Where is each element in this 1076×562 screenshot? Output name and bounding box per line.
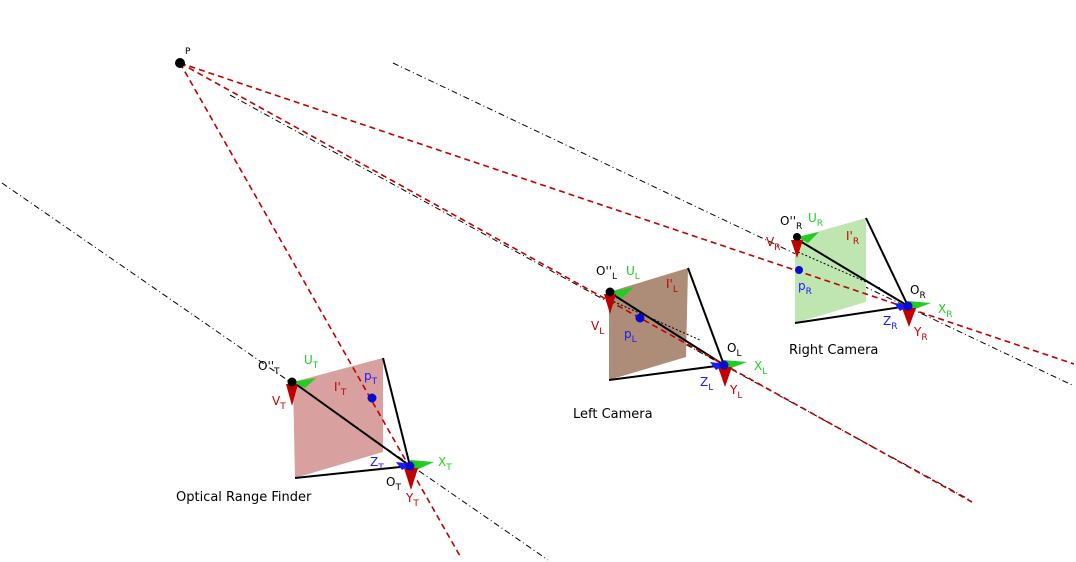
origin-label-T: OT (386, 475, 401, 493)
image-point-label-R: pR (798, 279, 812, 297)
v-axis-icon-R (791, 240, 803, 258)
z-axis-label-L: ZL (700, 375, 713, 393)
image-plane-label-T: I'T (334, 380, 347, 398)
frame-R (794, 217, 909, 324)
optical-axis-R (392, 62, 1073, 386)
origin-pp-dot-L (605, 287, 615, 297)
labels-T: O''T UT VT I'T pT ZT XT OT YT Optical Ra… (176, 353, 452, 509)
x-axis-label-R: XR (938, 302, 953, 320)
x-axis-label-T: XT (438, 455, 452, 473)
image-point-label-T: pT (364, 369, 378, 387)
v-axis-label-L: VL (591, 319, 604, 337)
image-plane-R (795, 218, 866, 323)
origin-pp-dot-R (793, 233, 801, 241)
image-plane-label-R: I'R (846, 229, 859, 247)
u-axis-label-R: UR (808, 211, 823, 229)
camera-caption-T: Optical Range Finder (176, 490, 312, 505)
u-axis-icon-R (797, 232, 819, 243)
y-axis-icon-T (404, 468, 418, 490)
v-axis-icon-L (604, 294, 616, 314)
origin-dot-L (719, 360, 729, 370)
origin-label-L: OL (727, 341, 741, 359)
y-axis-icon-R (902, 308, 916, 327)
axes-markers-R (791, 232, 931, 327)
point-P (175, 58, 185, 68)
ray-to-L (179, 62, 973, 503)
ray-to-T (179, 62, 461, 557)
u-axis-icon-T (292, 378, 316, 388)
origin-pp-dot-T (287, 377, 297, 387)
camera-caption-R: Right Camera (789, 343, 878, 358)
origin-pp-label-T: O''T (258, 359, 280, 377)
frame-L (608, 267, 725, 381)
origin-dot-T (405, 461, 415, 471)
origin-pp-label-L: O''L (596, 264, 617, 282)
image-plane-T (293, 358, 383, 478)
image-point-L (635, 313, 645, 323)
image-point-R (795, 266, 803, 274)
u-axis-label-T: UT (304, 353, 319, 371)
image-point-T (367, 393, 377, 403)
ray-to-R (179, 62, 1075, 365)
u-axis-label-L: UL (626, 264, 640, 282)
origin-dot-R (903, 301, 913, 311)
v-axis-icon-T (286, 384, 298, 406)
z-axis-label-T: ZT (370, 455, 384, 473)
frame-T (292, 357, 411, 479)
u-axis-icon-L (610, 287, 634, 298)
origin-label-R: OR (910, 283, 926, 301)
camera-frames (292, 217, 909, 479)
image-point-label-L: pL (624, 327, 637, 345)
y-axis-icon-L (718, 367, 732, 387)
y-axis-label-R: YR (913, 325, 928, 343)
image-plane-L (609, 268, 688, 380)
origin-pp-label-R: O''R (780, 214, 802, 232)
y-axis-label-L: YL (729, 383, 742, 401)
image-plane-label-L: I'L (666, 277, 678, 295)
camera-caption-L: Left Camera (573, 407, 653, 422)
labels-R: O''R UR I'R VR pR OR XR ZR YR Right Came… (766, 211, 953, 358)
point-P-label: P (185, 47, 191, 57)
plane-dotted-guides (609, 251, 881, 341)
y-axis-label-T: YT (405, 491, 419, 509)
x-axis-label-L: XL (754, 359, 767, 377)
z-axis-label-R: ZR (883, 314, 898, 332)
labels-L: O''L UL I'L VL pL OL XL ZL YL Left Camer… (573, 264, 767, 422)
v-axis-label-R: VR (766, 235, 780, 253)
v-axis-label-T: VT (272, 394, 286, 412)
